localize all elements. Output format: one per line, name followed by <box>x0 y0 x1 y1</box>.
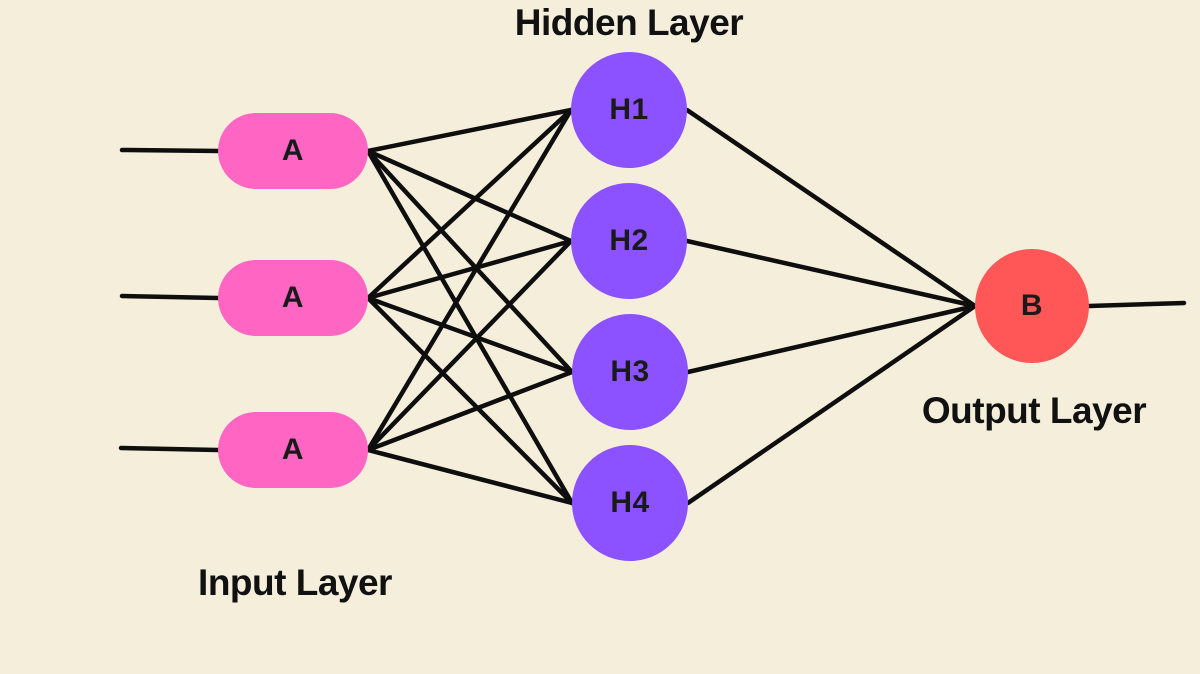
output-node-b-label: B <box>1020 289 1044 322</box>
connection-line <box>365 295 575 375</box>
output-node-b: B <box>975 249 1089 363</box>
connection-line <box>684 107 978 309</box>
hidden-node-h3-label: H3 <box>610 355 650 388</box>
connection-line <box>685 303 978 375</box>
hidden-node-h3: H3 <box>572 314 688 430</box>
hidden-node-h1: H1 <box>571 52 687 168</box>
connection-line <box>365 148 574 244</box>
hidden-node-h4: H4 <box>572 445 688 561</box>
connection-line <box>365 447 575 506</box>
input-layer-label: Input Layer <box>198 562 392 603</box>
connection-line <box>365 238 574 453</box>
hidden-node-h1-label: H1 <box>609 93 649 126</box>
input-node-3-label: A <box>281 433 305 466</box>
connection-line <box>365 107 574 301</box>
connection-line <box>119 293 221 301</box>
input-node-3: A <box>218 412 368 488</box>
hidden-node-h4-label: H4 <box>610 486 650 519</box>
connection-line <box>365 295 575 506</box>
input-node-2-label: A <box>281 281 305 314</box>
connection-line <box>1086 300 1187 309</box>
input-node-1-label: A <box>281 134 305 167</box>
connection-line <box>119 147 223 154</box>
connection-line <box>684 238 978 309</box>
input-node-1: A <box>218 113 368 189</box>
connection-line <box>365 107 574 154</box>
output-layer-label: Output Layer <box>921 390 1147 431</box>
hidden-node-h2: H2 <box>571 183 687 299</box>
hidden-layer-label: Hidden Layer <box>514 2 744 43</box>
hidden-node-h2-label: H2 <box>609 224 649 257</box>
connection-line <box>365 369 575 453</box>
connection-line <box>365 148 575 375</box>
connection-line <box>365 148 575 506</box>
input-node-2: A <box>218 260 368 336</box>
connection-line <box>365 238 574 301</box>
connection-line <box>365 107 574 453</box>
connection-line <box>118 445 221 453</box>
connection-line <box>685 303 978 506</box>
